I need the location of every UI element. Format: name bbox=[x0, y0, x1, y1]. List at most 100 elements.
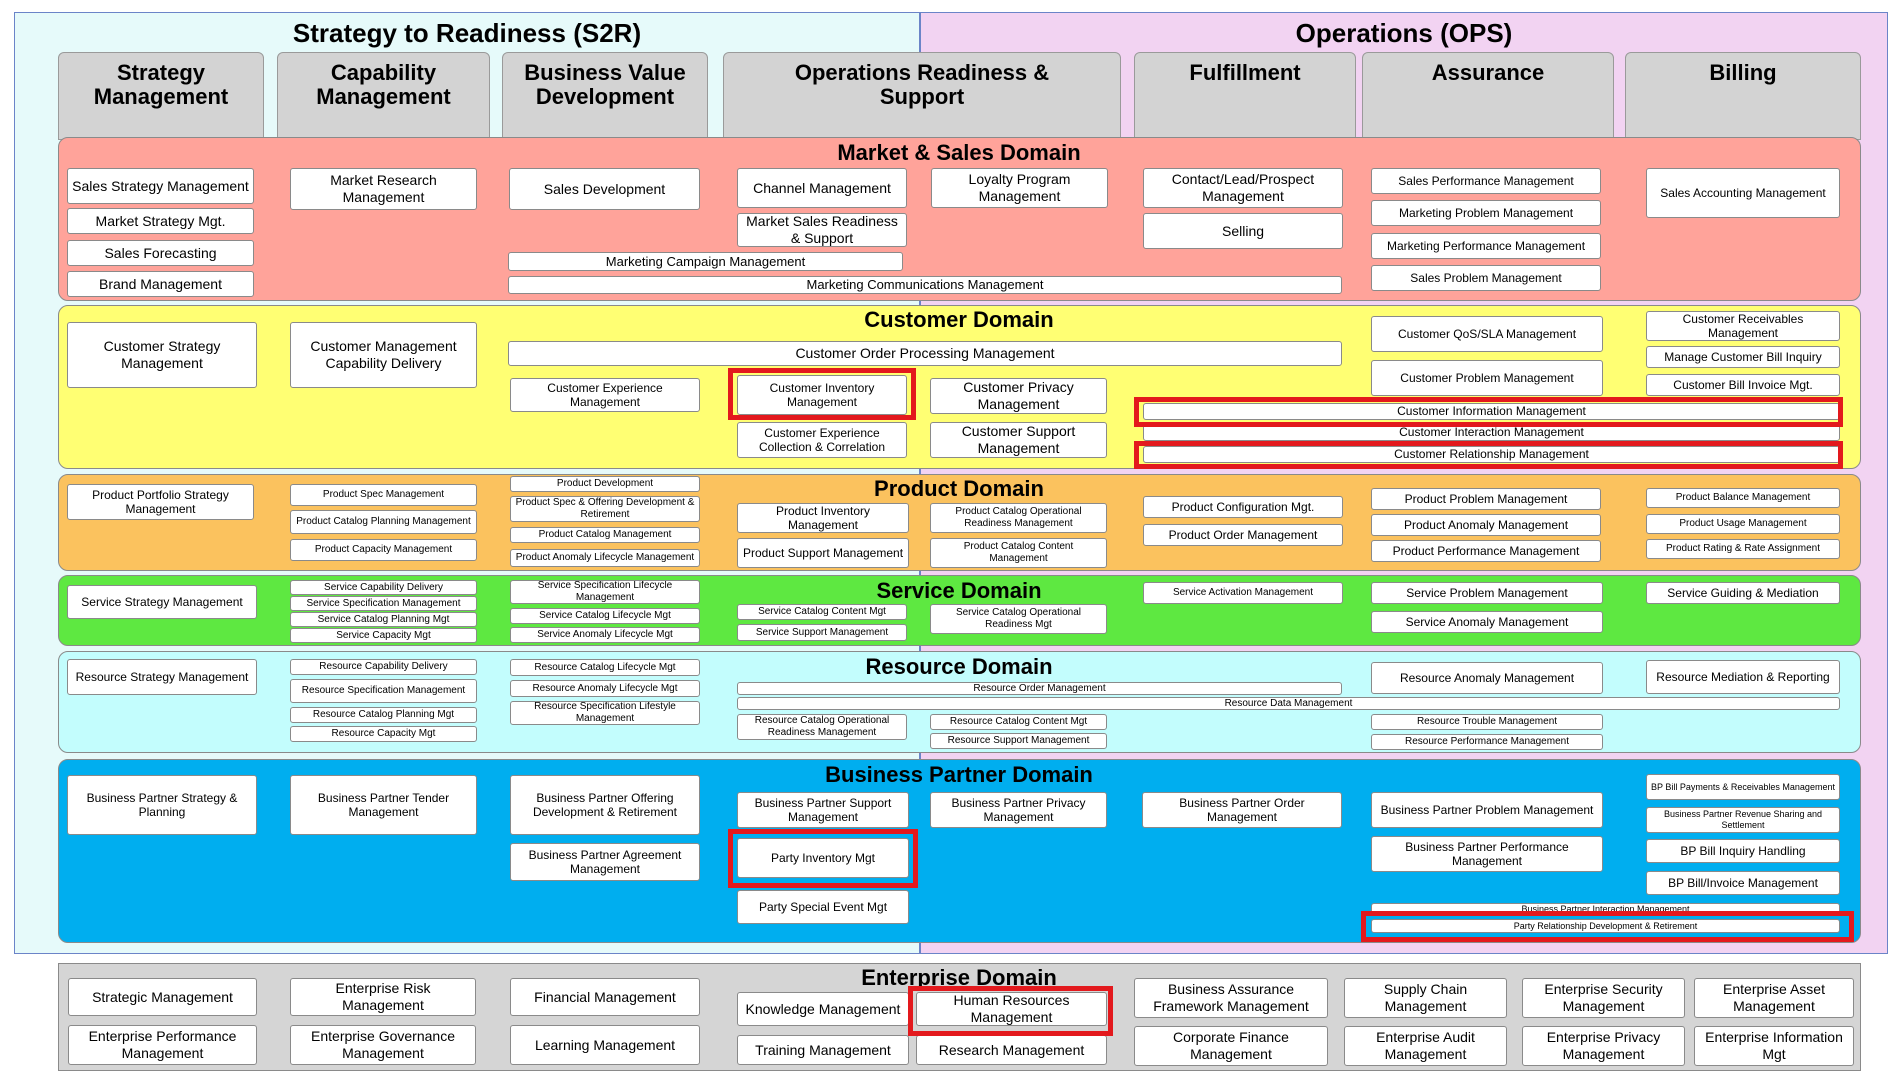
process-box[interactable]: Enterprise Performance Management bbox=[68, 1025, 257, 1065]
process-box[interactable]: Brand Management bbox=[67, 271, 254, 297]
process-box[interactable]: Financial Management bbox=[510, 978, 700, 1016]
process-box[interactable]: Customer Bill Invoice Mgt. bbox=[1646, 374, 1840, 396]
process-box[interactable]: Supply Chain Management bbox=[1344, 978, 1507, 1018]
process-box[interactable]: Service Catalog Content Mgt bbox=[737, 604, 907, 620]
process-box[interactable]: Resource Strategy Management bbox=[67, 659, 257, 695]
process-box[interactable]: Service Capability Delivery bbox=[290, 580, 477, 595]
process-box[interactable]: Party Relationship Development & Retirem… bbox=[1371, 919, 1840, 933]
process-box[interactable]: Customer Order Processing Management bbox=[508, 341, 1342, 366]
process-box[interactable]: Service Catalog Lifecycle Mgt bbox=[510, 608, 700, 624]
process-box[interactable]: Business Partner Privacy Management bbox=[930, 792, 1107, 828]
process-box[interactable]: Product Catalog Management bbox=[510, 527, 700, 543]
process-box[interactable]: Product Catalog Operational Readiness Ma… bbox=[930, 503, 1107, 533]
process-box[interactable]: Customer Experience Management bbox=[510, 378, 700, 412]
process-box[interactable]: Service Specification Lifecycle Manageme… bbox=[510, 580, 700, 604]
process-box[interactable]: Service Catalog Planning Mgt bbox=[290, 612, 477, 627]
process-box[interactable]: Resource Catalog Content Mgt bbox=[930, 714, 1107, 730]
process-box[interactable]: Training Management bbox=[737, 1035, 909, 1065]
process-box[interactable]: Contact/Lead/Prospect Management bbox=[1143, 168, 1343, 208]
process-box[interactable]: Selling bbox=[1143, 213, 1343, 249]
process-box[interactable]: Human Resources Management bbox=[916, 992, 1107, 1026]
process-box[interactable]: BP Bill Inquiry Handling bbox=[1646, 839, 1840, 863]
process-box[interactable]: Learning Management bbox=[510, 1025, 700, 1065]
process-box[interactable]: Product Capacity Management bbox=[290, 539, 477, 561]
process-box[interactable]: Business Partner Strategy & Planning bbox=[67, 775, 257, 835]
process-box[interactable]: Service Strategy Management bbox=[67, 585, 257, 619]
process-box[interactable]: BP Bill/Invoice Management bbox=[1646, 871, 1840, 895]
process-box[interactable]: Customer Experience Collection & Correla… bbox=[737, 422, 907, 458]
process-box[interactable]: Resource Mediation & Reporting bbox=[1646, 660, 1840, 694]
process-box[interactable]: Product Configuration Mgt. bbox=[1143, 496, 1343, 518]
process-box[interactable]: Service Support Management bbox=[737, 624, 907, 641]
process-box[interactable]: Sales Development bbox=[509, 168, 700, 210]
process-box[interactable]: Channel Management bbox=[737, 168, 907, 208]
process-box[interactable]: Resource Specification Lifestyle Managem… bbox=[510, 701, 700, 725]
process-box[interactable]: Business Partner Problem Management bbox=[1371, 792, 1603, 828]
process-box[interactable]: Product Development bbox=[510, 476, 700, 492]
process-box[interactable]: Resource Catalog Operational Readiness M… bbox=[737, 714, 907, 740]
process-box[interactable]: Business Partner Support Management bbox=[737, 792, 909, 828]
process-box[interactable]: Customer QoS/SLA Management bbox=[1371, 316, 1603, 352]
process-box[interactable]: Marketing Performance Management bbox=[1371, 233, 1601, 259]
process-box[interactable]: Product Catalog Content Management bbox=[930, 538, 1107, 568]
process-box[interactable]: Loyalty Program Management bbox=[931, 168, 1108, 208]
process-box[interactable]: Product Support Management bbox=[737, 538, 909, 568]
process-box[interactable]: Service Specification Management bbox=[290, 596, 477, 611]
process-box[interactable]: Party Special Event Mgt bbox=[737, 890, 909, 924]
process-box[interactable]: Sales Accounting Management bbox=[1646, 168, 1840, 218]
process-box[interactable]: Product Anomaly Management bbox=[1371, 514, 1601, 536]
process-box[interactable]: Service Anomaly Management bbox=[1371, 611, 1603, 633]
process-box[interactable]: Business Partner Tender Management bbox=[290, 775, 477, 835]
process-box[interactable]: Customer Interaction Management bbox=[1143, 424, 1840, 441]
process-box[interactable]: Customer Strategy Management bbox=[67, 322, 257, 388]
process-box[interactable]: Sales Strategy Management bbox=[67, 168, 254, 204]
process-box[interactable]: Resource Performance Management bbox=[1371, 734, 1603, 750]
process-box[interactable]: Product Anomaly Lifecycle Management bbox=[510, 549, 700, 567]
process-box[interactable]: Sales Forecasting bbox=[67, 240, 254, 266]
process-box[interactable]: Sales Performance Management bbox=[1371, 168, 1601, 194]
process-box[interactable]: Knowledge Management bbox=[737, 992, 909, 1026]
process-box[interactable]: Resource Trouble Management bbox=[1371, 714, 1603, 730]
process-box[interactable]: Sales Problem Management bbox=[1371, 265, 1601, 291]
process-box[interactable]: Service Anomaly Lifecycle Mgt bbox=[510, 627, 700, 643]
process-box[interactable]: Enterprise Governance Management bbox=[290, 1025, 476, 1065]
process-box[interactable]: Research Management bbox=[916, 1035, 1107, 1065]
process-box[interactable]: Customer Receivables Management bbox=[1646, 311, 1840, 341]
process-box[interactable]: Product Catalog Planning Management bbox=[290, 510, 477, 534]
process-box[interactable]: Marketing Communications Management bbox=[508, 276, 1342, 294]
process-box[interactable]: Manage Customer Bill Inquiry bbox=[1646, 346, 1840, 368]
process-box[interactable]: Business Partner Agreement Management bbox=[510, 843, 700, 881]
process-box[interactable]: Service Guiding & Mediation bbox=[1646, 582, 1840, 604]
process-box[interactable]: Resource Capability Delivery bbox=[290, 659, 477, 675]
process-box[interactable]: Resource Catalog Planning Mgt bbox=[290, 707, 477, 723]
process-box[interactable]: Customer Inventory Management bbox=[737, 375, 907, 415]
process-box[interactable]: Enterprise Asset Management bbox=[1694, 978, 1854, 1018]
process-box[interactable]: Market Sales Readiness & Support bbox=[737, 213, 907, 247]
process-box[interactable]: Business Partner Interaction Management bbox=[1371, 903, 1840, 915]
process-box[interactable]: Resource Specification Management bbox=[290, 679, 477, 703]
process-box[interactable]: Enterprise Privacy Management bbox=[1522, 1026, 1685, 1066]
process-box[interactable]: Service Capacity Mgt bbox=[290, 628, 477, 643]
process-box[interactable]: Enterprise Security Management bbox=[1522, 978, 1685, 1018]
process-box[interactable]: Marketing Campaign Management bbox=[508, 252, 903, 271]
process-box[interactable]: Business Assurance Framework Management bbox=[1134, 978, 1328, 1018]
process-box[interactable]: Business Partner Order Management bbox=[1142, 792, 1342, 828]
process-box[interactable]: Product Inventory Management bbox=[737, 503, 909, 533]
process-box[interactable]: Product Usage Management bbox=[1646, 514, 1840, 534]
process-box[interactable]: Product Spec Management bbox=[290, 484, 477, 506]
process-box[interactable]: Business Partner Revenue Sharing and Set… bbox=[1646, 807, 1840, 833]
process-box[interactable]: Enterprise Information Mgt bbox=[1694, 1026, 1854, 1066]
process-box[interactable]: Resource Support Management bbox=[930, 733, 1107, 749]
process-box[interactable]: Customer Management Capability Delivery bbox=[290, 322, 477, 388]
process-box[interactable]: Resource Data Management bbox=[737, 697, 1840, 710]
process-box[interactable]: Market Strategy Mgt. bbox=[67, 208, 254, 234]
process-box[interactable]: Corporate Finance Management bbox=[1134, 1026, 1328, 1066]
process-box[interactable]: Market Research Management bbox=[290, 168, 477, 210]
process-box[interactable]: Service Activation Management bbox=[1143, 582, 1343, 604]
process-box[interactable]: Resource Catalog Lifecycle Mgt bbox=[510, 659, 700, 676]
process-box[interactable]: BP Bill Payments & Receivables Managemen… bbox=[1646, 774, 1840, 800]
process-box[interactable]: Product Performance Management bbox=[1371, 540, 1601, 562]
process-box[interactable]: Party Inventory Mgt bbox=[737, 838, 909, 878]
process-box[interactable]: Product Spec & Offering Development & Re… bbox=[510, 496, 700, 522]
process-box[interactable]: Product Portfolio Strategy Management bbox=[67, 484, 254, 520]
